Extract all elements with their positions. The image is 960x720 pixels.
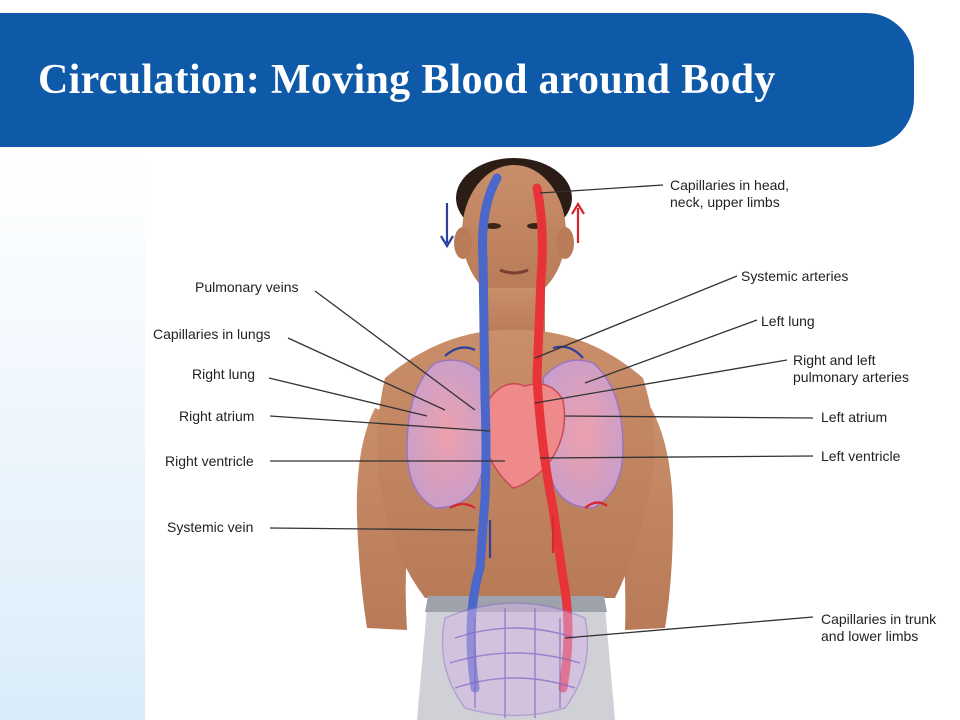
- label-capillaries-lungs: Capillaries in lungs: [153, 326, 271, 342]
- body-illustration: [268, 158, 814, 720]
- flow-arrows: [440, 201, 608, 558]
- right-lung-shape: [406, 359, 488, 509]
- label-pulmonary-arteries: Right and left pulmonary arteries: [793, 352, 909, 385]
- label-left-ventricle: Left ventricle: [821, 448, 901, 464]
- label-systemic-arteries: Systemic arteries: [741, 268, 849, 284]
- label-capillaries-trunk: Capillaries in trunk and lower limbs: [821, 611, 937, 644]
- trunk-capillaries: [441, 602, 589, 718]
- circulation-diagram: Capillaries in head, neck, upper limbs S…: [145, 148, 960, 720]
- label-left-lung: Left lung: [761, 313, 815, 329]
- left-lung-shape: [542, 359, 624, 509]
- slide-title: Circulation: Moving Blood around Body: [38, 57, 776, 103]
- label-systemic-vein: Systemic vein: [167, 519, 254, 535]
- label-capillaries-head: Capillaries in head, neck, upper limbs: [670, 177, 790, 210]
- label-right-ventricle: Right ventricle: [165, 453, 254, 469]
- label-right-atrium: Right atrium: [179, 408, 255, 424]
- label-right-lung: Right lung: [192, 366, 256, 382]
- label-pulmonary-veins: Pulmonary veins: [195, 279, 299, 295]
- leader-lines: [268, 184, 814, 639]
- label-left-atrium: Left atrium: [821, 409, 888, 425]
- head: [462, 165, 566, 301]
- side-gradient: [0, 148, 145, 720]
- title-banner: [0, 13, 914, 147]
